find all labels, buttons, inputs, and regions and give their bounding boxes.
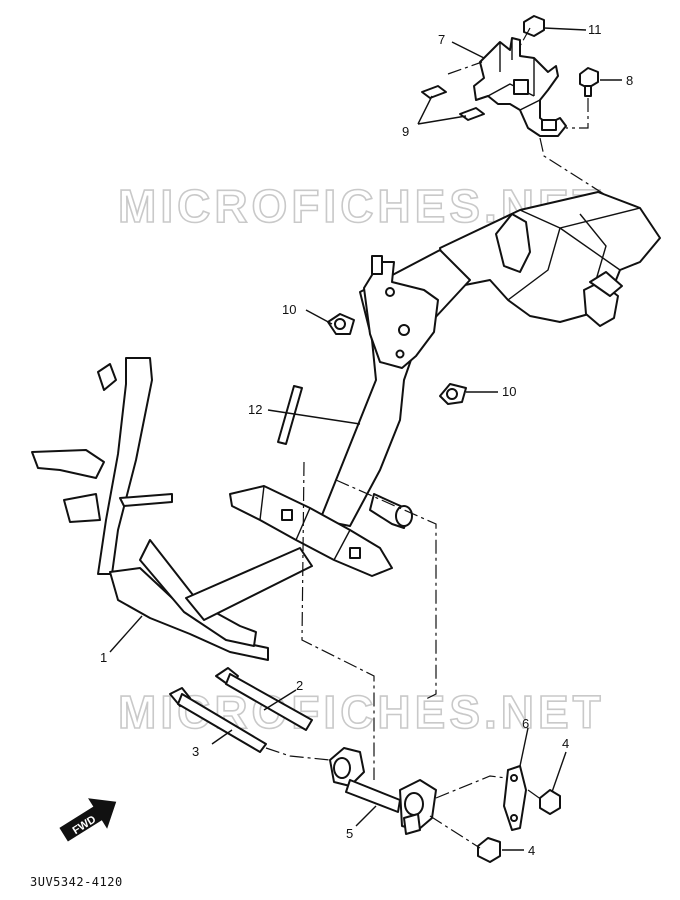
callout-5: 5 [346,826,353,841]
engine-mount-pipe [369,493,413,529]
callout-10-upper: 10 [282,302,296,317]
callout-11: 11 [588,22,602,37]
callout-8: 8 [626,73,633,88]
guide-line-11 [519,27,531,47]
guide-line-7 [447,61,483,75]
lower-cradle-part-1 [109,539,313,661]
bolt-part-3 [169,687,267,753]
front-direction-arrow-icon: FWD [59,798,117,842]
pad-part-9b [459,107,485,121]
clip-part-10a [327,313,355,335]
callout-2: 2 [296,678,303,693]
bolt-part-2 [215,667,313,731]
guide-line-3 [265,747,331,761]
gusset-plate [363,255,439,369]
callout-7: 7 [438,32,445,47]
rod-part-12 [277,385,303,445]
nut-part-4a [539,789,561,815]
callout-9: 9 [402,124,409,139]
callout-4-upper: 4 [562,736,569,751]
rear-frame-section [439,191,661,327]
guide-line-4b [429,815,481,849]
callout-12: 12 [248,402,262,417]
bracket-part-6 [503,765,527,831]
clip-part-10b [439,383,467,405]
guide-line-6 [435,775,507,799]
leader-lines [109,27,622,851]
pad-part-9a [421,85,447,99]
guide-line-8 [566,98,589,129]
callout-1: 1 [100,650,107,665]
guide-line-4a [527,789,543,801]
bracket-part-7 [473,37,567,137]
callout-10-lower: 10 [502,384,516,399]
bolt-part-8 [579,67,599,97]
callout-6: 6 [522,716,529,731]
diagram-code: 3UV5342-4120 [30,875,123,889]
callout-4-lower: 4 [528,843,535,858]
mount-shaft-part-5 [329,747,437,835]
nut-part-4b [477,837,501,863]
callout-3: 3 [192,744,199,759]
guide-engine-outline [301,461,437,780]
cross-member [229,485,393,577]
